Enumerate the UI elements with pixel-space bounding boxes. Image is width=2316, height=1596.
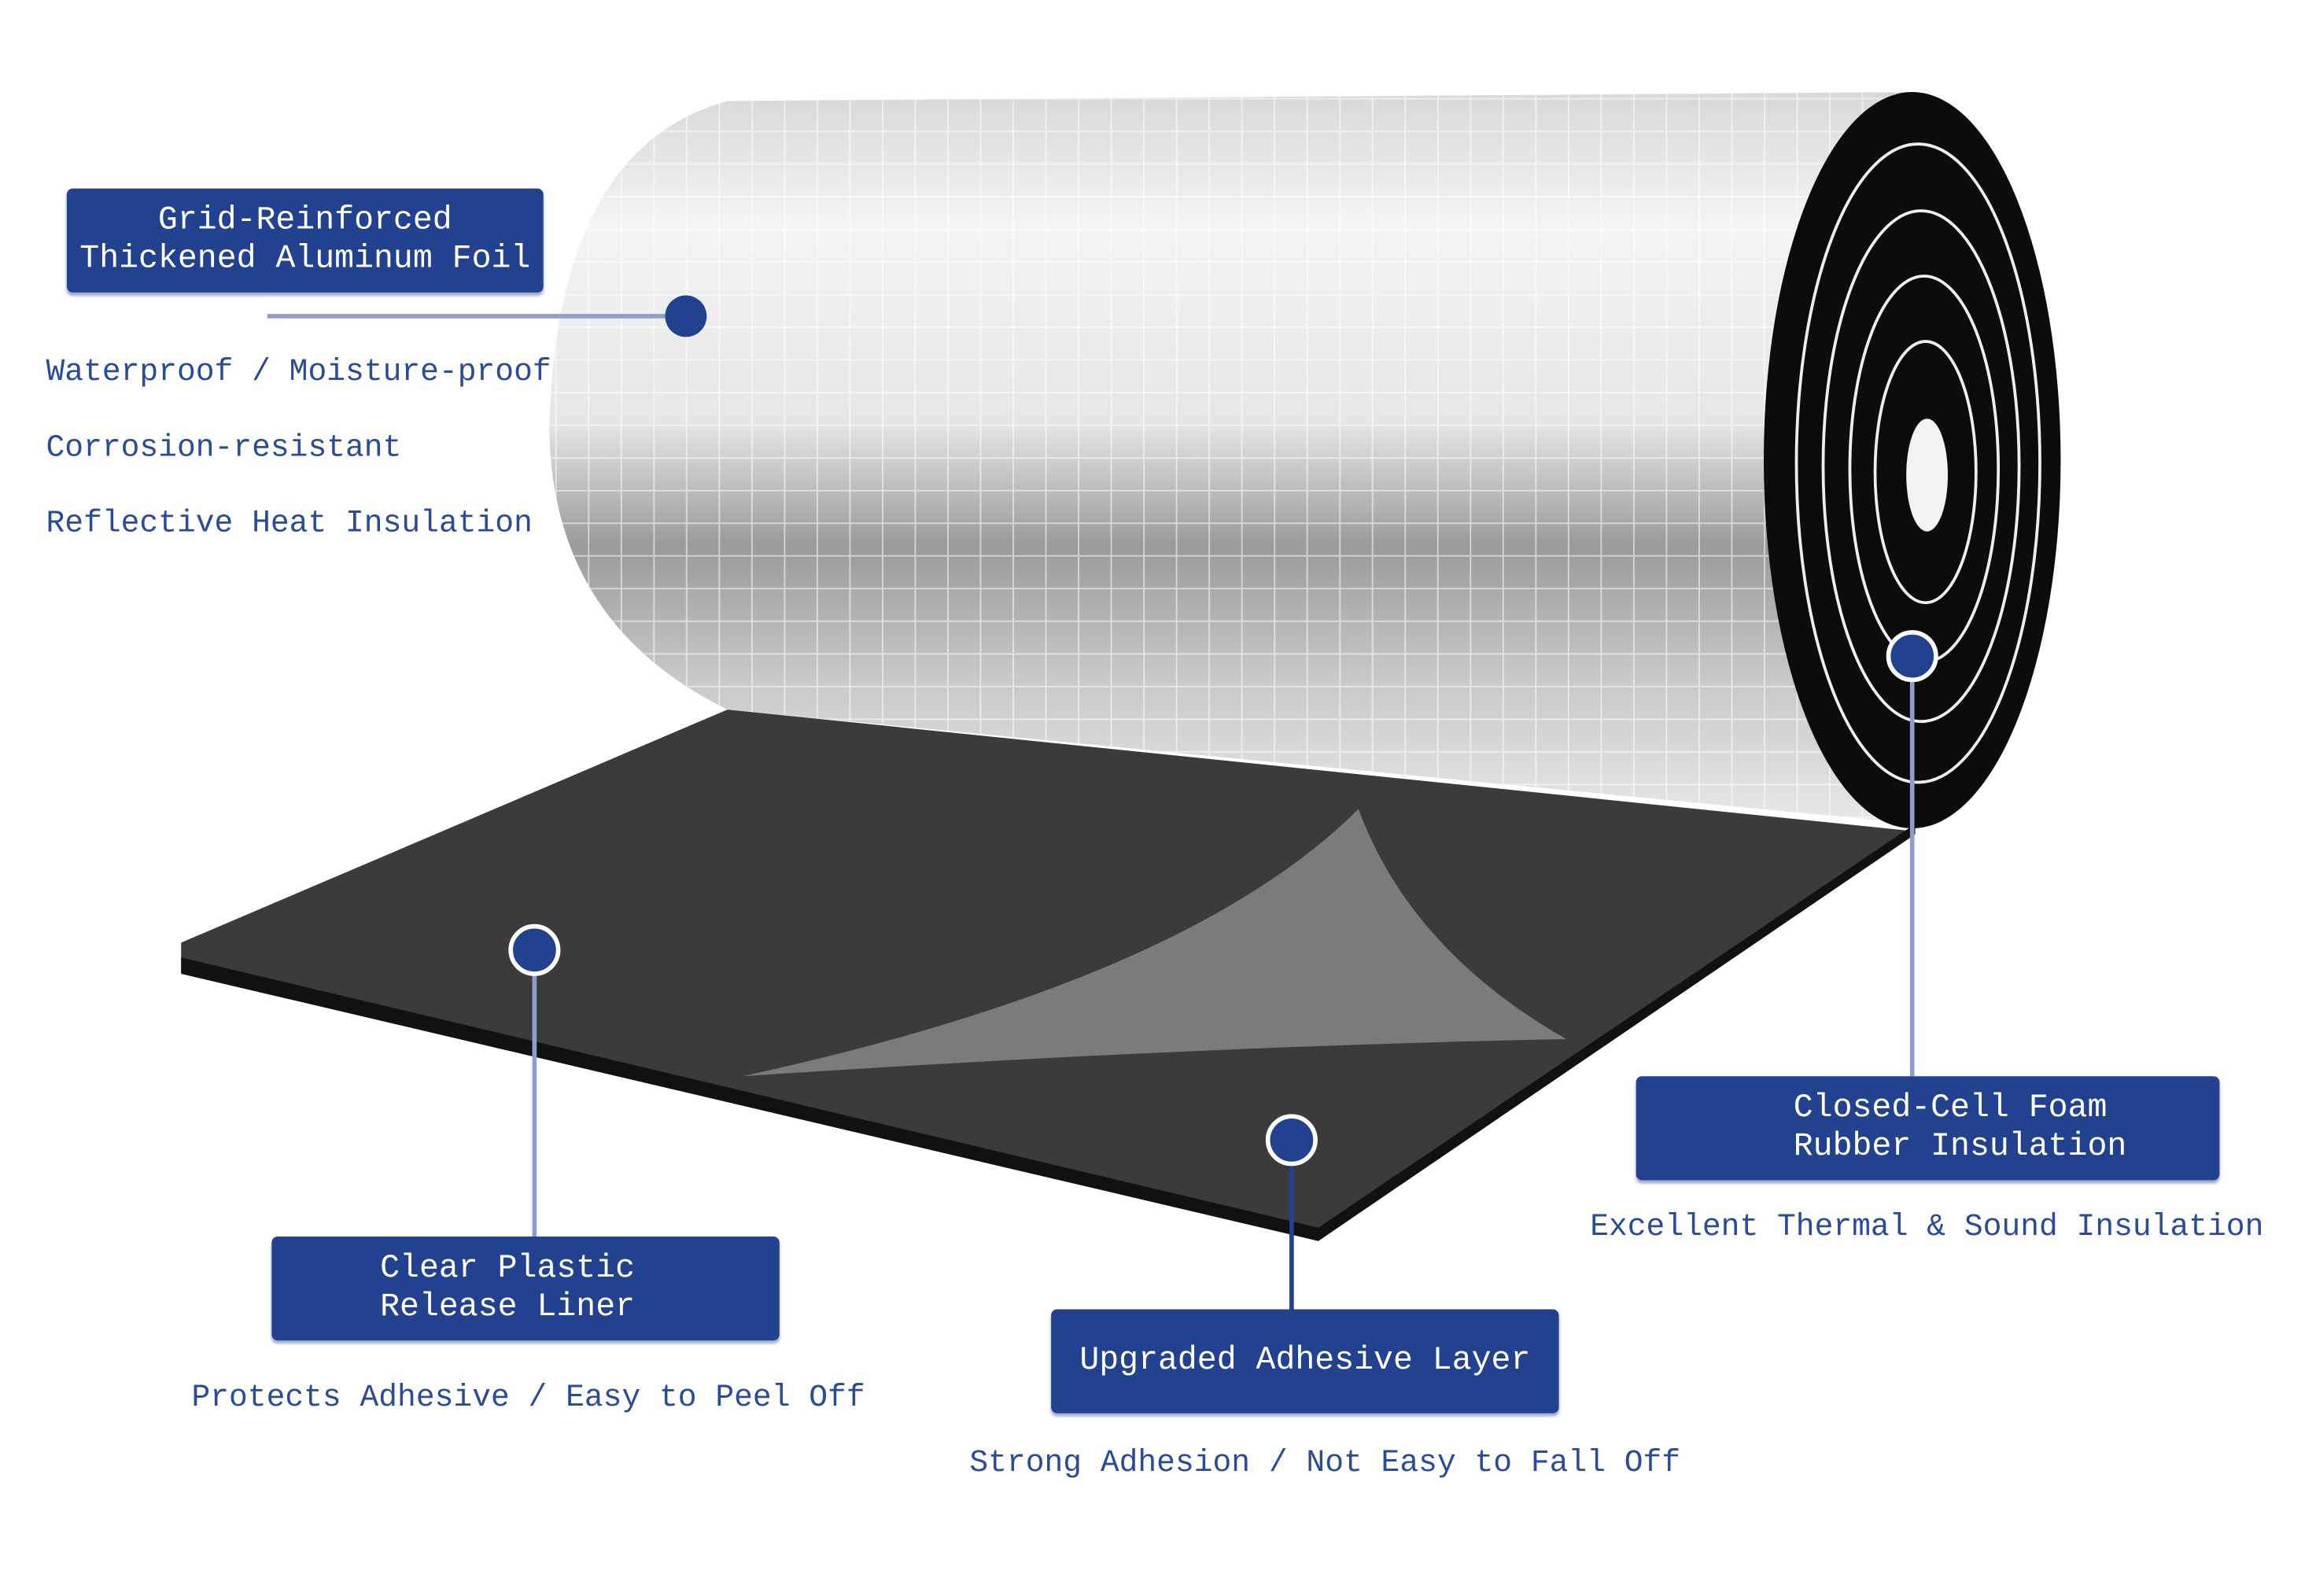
foam-marker-dot (1886, 630, 1938, 683)
liner-label-line: Release Liner (380, 1288, 636, 1326)
liner-label: Clear Plastic Release Liner (271, 1237, 780, 1341)
aluminum-foil-roll (549, 92, 1916, 824)
roll-end-spiral (1763, 92, 2061, 829)
foam-sheet (181, 710, 1916, 1241)
foil-marker-dot (665, 295, 707, 337)
foil-feature: Waterproof / Moisture-proof (46, 356, 551, 391)
liner-label-line: Clear Plastic (380, 1250, 636, 1288)
foil-feature: Corrosion-resistant (46, 432, 402, 466)
liner-feature: Protects Adhesive / Easy to Peel Off (191, 1381, 865, 1417)
adhesive-label: Upgraded Adhesive Layer (1051, 1309, 1559, 1414)
foam-label-line: Rubber Insulation (1793, 1128, 2127, 1166)
leader-lines (267, 314, 1915, 1310)
adhesive-feature: Strong Adhesion / Not Easy to Fall Off (969, 1447, 1681, 1482)
foam-label-line: Closed-Cell Foam (1793, 1089, 2108, 1127)
peeled-release-liner (742, 809, 1566, 1077)
foil-label: Grid-Reinforced Thickened Aluminum Foil (66, 188, 544, 293)
adhesive-label-line: Upgraded Adhesive Layer (1079, 1342, 1531, 1380)
foam-label: Closed-Cell Foam Rubber Insulation (1636, 1076, 2220, 1181)
foil-feature: Reflective Heat Insulation (46, 507, 533, 542)
foam-feature: Excellent Thermal & Sound Insulation (1590, 1211, 2264, 1246)
foil-label-line: Grid-Reinforced (157, 201, 452, 239)
liner-marker-dot (508, 923, 561, 976)
foil-label-line: Thickened Aluminum Foil (79, 240, 531, 278)
adhesive-marker-dot (1265, 1114, 1318, 1167)
